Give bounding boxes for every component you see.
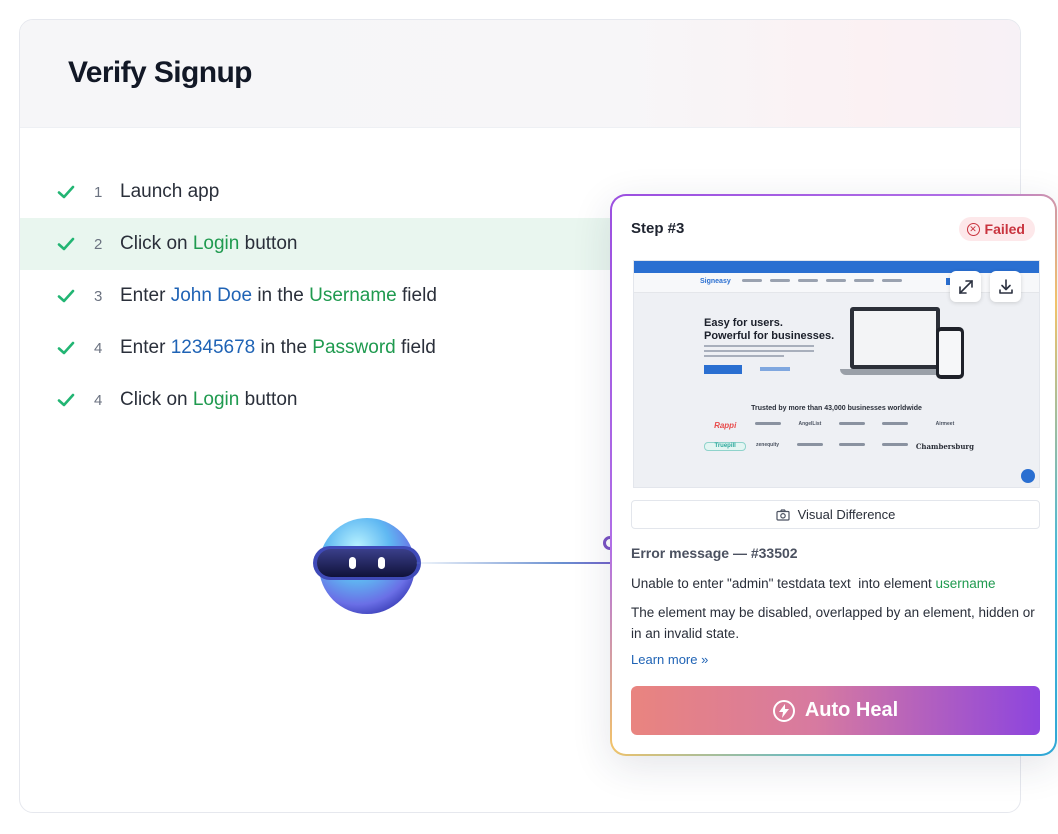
step-row[interactable]: 4 Enter 12345678 in the Password field	[20, 322, 640, 374]
check-icon	[57, 393, 75, 407]
camera-icon	[775, 508, 790, 521]
screenshot-client-logo: zenequity	[756, 442, 780, 448]
step-text-part: Enter	[120, 337, 171, 358]
visual-difference-label: Visual Difference	[797, 507, 896, 522]
step-text: Click on Login button	[120, 233, 297, 255]
download-button[interactable]	[990, 271, 1021, 302]
step-number: 4	[94, 391, 103, 409]
step-value: Username	[309, 285, 397, 306]
step-screenshot: Signeasy Easy for users. Powerful for bu…	[633, 260, 1040, 488]
check-icon	[57, 289, 75, 303]
screenshot-laptop-base	[840, 369, 950, 375]
status-text: Failed	[984, 221, 1025, 237]
step-value: Login	[192, 389, 240, 410]
screenshot-laptop	[850, 307, 940, 369]
screenshot-topbar	[634, 261, 1039, 273]
step-text-part: Click on	[120, 389, 193, 410]
check-icon	[57, 237, 75, 251]
robot-icon	[313, 518, 421, 614]
step-value: Login	[192, 233, 240, 254]
check-icon	[57, 341, 75, 355]
error-element: username	[935, 576, 996, 591]
screenshot-trusted: Trusted by more than 43,000 businesses w…	[751, 405, 922, 412]
screenshot-link	[760, 367, 790, 371]
screenshot-subtext	[704, 345, 814, 360]
screenshot-phone	[936, 327, 964, 379]
step-text-part: field	[395, 337, 436, 358]
step-row[interactable]: 1 Launch app	[20, 166, 640, 218]
screenshot-client-logo	[831, 421, 873, 430]
step-text-part: in the	[255, 337, 313, 358]
step-text-part: Launch app	[120, 181, 220, 202]
screenshot-client-logo: AngelList	[798, 421, 822, 427]
screenshot-client-logo: Chambersburg	[915, 442, 974, 451]
check-icon	[57, 185, 75, 199]
step-text-part: button	[239, 389, 298, 410]
expand-button[interactable]	[950, 271, 981, 302]
visual-difference-button[interactable]: Visual Difference	[631, 500, 1040, 529]
bolt-icon	[772, 699, 795, 722]
screenshot-logo: Signeasy	[700, 278, 731, 285]
step-row[interactable]: 4 Click on Login button	[20, 374, 640, 426]
screenshot-nav	[634, 273, 1039, 293]
screenshot-client-logo: Rappi	[714, 421, 737, 430]
step-row[interactable]: 3 Enter John Doe in the Username field	[20, 270, 640, 322]
chat-icon	[1021, 469, 1035, 483]
download-icon	[998, 278, 1013, 294]
step-text: Click on Login button	[120, 389, 297, 411]
screenshot-client-logo	[873, 442, 915, 451]
screenshot-client-logo	[789, 442, 831, 451]
screenshot-client-logo: Airmeet	[935, 421, 955, 427]
learn-more-link[interactable]: Learn more »	[631, 652, 709, 667]
step-detail-popup: Step #3 ✕ Failed Signeasy Easy for users…	[610, 194, 1057, 756]
step-text: Enter John Doe in the Username field	[120, 285, 437, 307]
step-text: Launch app	[120, 181, 219, 203]
step-label: Step #3	[631, 220, 685, 237]
step-text-part: Enter	[120, 285, 171, 306]
step-number: 3	[94, 287, 103, 305]
auto-heal-button[interactable]: Auto Heal	[631, 686, 1040, 735]
connector-line	[416, 562, 626, 564]
step-text-part: in the	[252, 285, 310, 306]
screenshot-headline: Easy for users. Powerful for businesses.	[704, 317, 835, 343]
screenshot-client-logo	[746, 421, 788, 430]
x-circle-icon: ✕	[966, 222, 980, 236]
step-value: 12345678	[170, 337, 256, 358]
status-badge: ✕ Failed	[958, 217, 1035, 241]
screenshot-client-logo: Truepill	[704, 442, 747, 451]
error-title: Error message — #33502	[631, 545, 798, 561]
screenshot-client-logo	[873, 421, 915, 430]
step-number: 2	[94, 235, 103, 253]
step-number: 4	[94, 339, 103, 357]
step-number: 1	[94, 183, 103, 201]
step-row[interactable]: 2 Click on Login button	[20, 218, 640, 270]
step-value: Password	[312, 337, 396, 358]
page-title: Verify Signup	[68, 56, 253, 89]
error-message-line1: Unable to enter "admin" testdata text in…	[631, 576, 996, 591]
step-text: Enter 12345678 in the Password field	[120, 337, 436, 359]
screenshot-client-logo	[831, 442, 873, 451]
step-text-part: button	[239, 233, 298, 254]
screenshot-navlinks	[742, 279, 902, 282]
expand-icon	[958, 279, 973, 294]
step-text-part: field	[396, 285, 437, 306]
step-value: John Doe	[170, 285, 253, 306]
card-header: Verify Signup	[20, 20, 1020, 128]
error-message-line2: The element may be disabled, overlapped …	[631, 605, 1035, 641]
step-text-part: Click on	[120, 233, 193, 254]
screenshot-button	[704, 365, 742, 374]
auto-heal-label: Auto Heal	[804, 699, 899, 721]
